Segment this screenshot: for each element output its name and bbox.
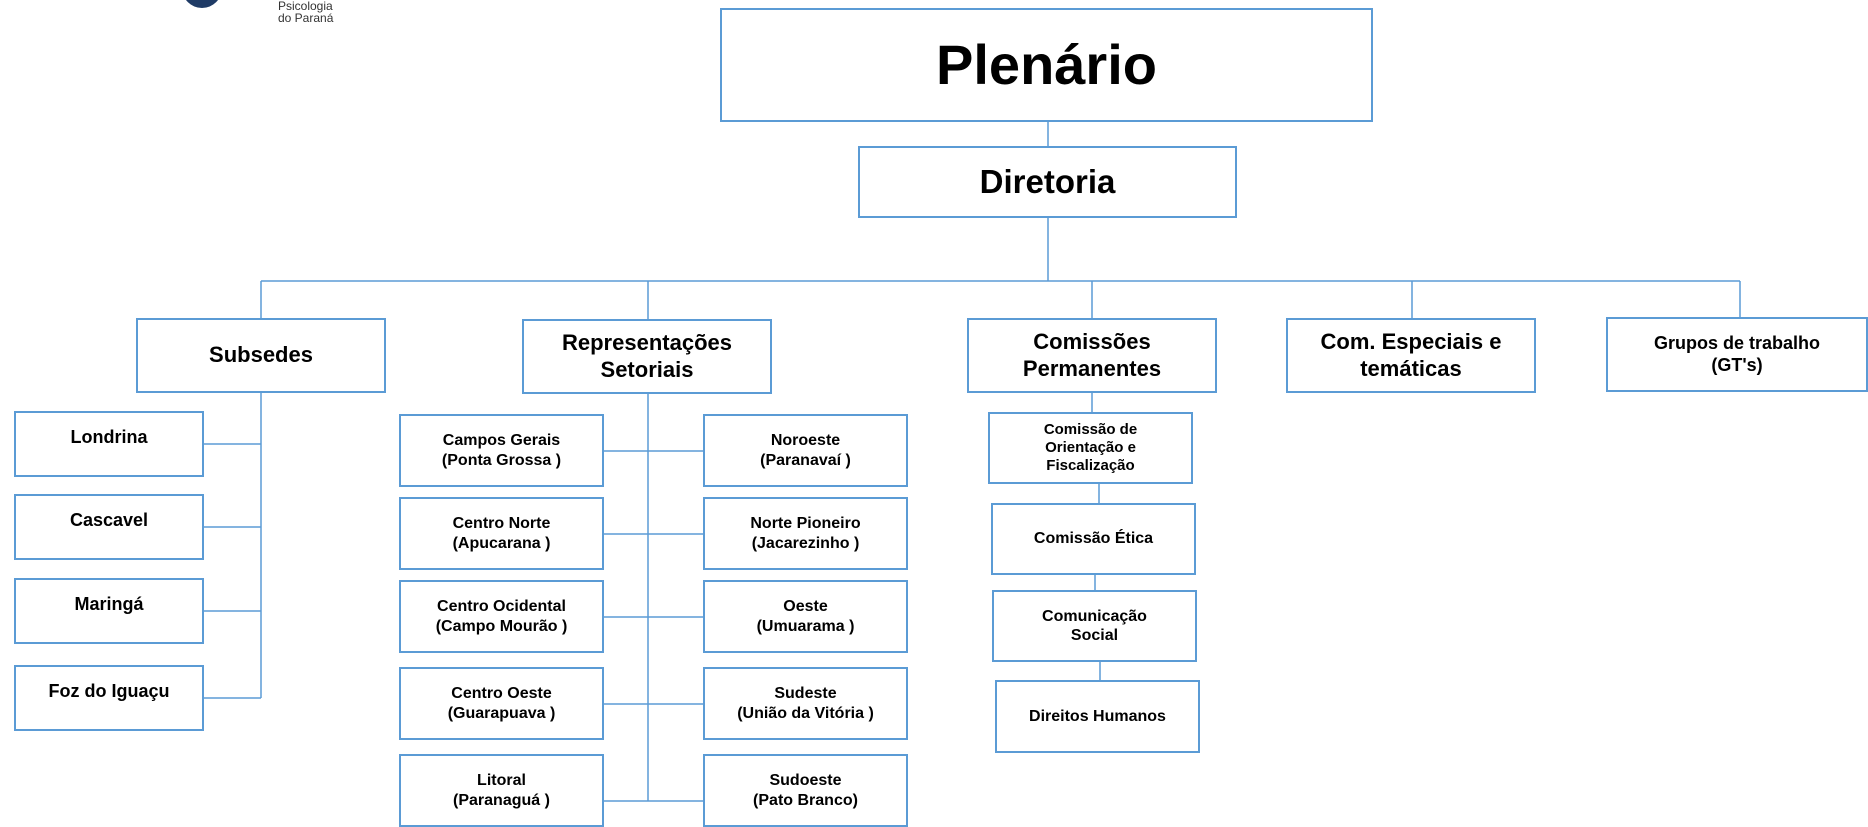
subsede-londrina: Londrina	[14, 411, 204, 477]
rep-sudoeste: Sudoeste (Pato Branco)	[703, 754, 908, 827]
logo: Psicologia do Paraná	[182, 0, 382, 28]
branch-subsedes: Subsedes	[136, 318, 386, 393]
subsede-cascavel: Cascavel	[14, 494, 204, 560]
comissao-etica: Comissão Ética	[991, 503, 1196, 575]
comissao-comunicacao-social: Comunicação Social	[992, 590, 1197, 662]
branch-grupos-de-trabalho: Grupos de trabalho (GT's)	[1606, 317, 1868, 392]
logo-text: Psicologia do Paraná	[278, 0, 334, 25]
branch-com-especiais-tematicas: Com. Especiais e temáticas	[1286, 318, 1536, 393]
comissao-direitos-humanos: Direitos Humanos	[995, 680, 1200, 753]
plenario-box: Plenário	[720, 8, 1373, 122]
branch-comissoes-permanentes: Comissões Permanentes	[967, 318, 1217, 393]
branch-representacoes-setoriais: Representações Setoriais	[522, 319, 772, 394]
rep-centro-norte: Centro Norte (Apucarana )	[399, 497, 604, 570]
rep-norte-pioneiro: Norte Pioneiro (Jacarezinho )	[703, 497, 908, 570]
rep-oeste: Oeste (Umuarama )	[703, 580, 908, 653]
rep-centro-ocidental: Centro Ocidental (Campo Mourão )	[399, 580, 604, 653]
diretoria-box: Diretoria	[858, 146, 1237, 218]
comissao-orientacao-fiscalizacao: Comissão de Orientação e Fiscalização	[988, 412, 1193, 484]
subsede-foz-do-iguacu: Foz do Iguaçu	[14, 665, 204, 731]
rep-litoral: Litoral (Paranaguá )	[399, 754, 604, 827]
rep-noroeste: Noroeste (Paranavaí )	[703, 414, 908, 487]
rep-centro-oeste: Centro Oeste (Guarapuava )	[399, 667, 604, 740]
rep-sudeste: Sudeste (União da Vitória )	[703, 667, 908, 740]
subsede-maringa: Maringá	[14, 578, 204, 644]
logo-mark-icon	[182, 0, 222, 8]
rep-campos-gerais: Campos Gerais (Ponta Grossa )	[399, 414, 604, 487]
